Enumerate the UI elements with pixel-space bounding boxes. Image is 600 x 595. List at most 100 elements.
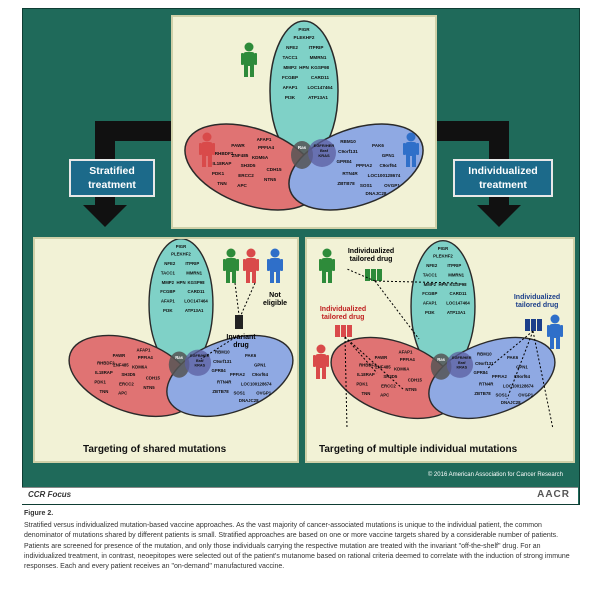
ras-overlap [430,353,452,380]
tailored-drug-vials-top-icon [365,269,382,281]
green-person-icon [223,248,239,283]
gene-label-right: ZBTB78 [337,181,355,186]
gene-label-left: RHBDF2 [359,363,377,368]
gene-label-center: KRAS [318,153,330,158]
publisher-logo: AACR [537,489,570,500]
gene-label-top: LOC147464 [446,301,470,306]
egfr-overlap [446,351,474,378]
gene-label-left: TNN [99,389,108,394]
gene-label-top: TACC1 [161,270,176,275]
not-eligible-label: Not [269,292,281,299]
gene-label-left: TNN [361,391,370,396]
gene-label-top: MMRN1 [310,55,327,60]
gene-label-left: SH3D5 [383,374,398,379]
gene-label-left: IL18RAP [213,161,232,166]
tailored-drug-top-label: Individualized [348,248,394,255]
gene-label-top: HPN [438,282,447,287]
gene-label-right: RTN4R [217,379,232,384]
gene-label-top: TACC1 [283,55,298,60]
gene-label-left: PPFIA4 [138,355,154,360]
copyright-notice: © 2016 American Association for Cancer R… [427,472,563,478]
gene-label-left: ERCC2 [381,383,396,388]
gene-label-top: KGSP98 [311,65,330,70]
gene-label-top: ATP13A1 [447,310,466,315]
gene-label-right: RTN4R [342,171,358,176]
gene-label-right: DNAJC28 [366,191,387,196]
gene-label-right: GPR84 [212,368,227,373]
gene-label-top: FCGBP [422,291,437,296]
gene-label-top: MMP2 [162,280,175,285]
gene-label-left: KDM6A [132,364,147,369]
gene-label-top: MMRN1 [448,272,464,277]
egfr-overlap [184,349,212,376]
gene-label-top: KGSP98 [188,280,206,285]
gene-label-right: C9orf64 [379,163,397,168]
tailored-drug-vials-right-icon [525,319,542,331]
tailored-drug-right-label: Individualized [514,294,560,301]
gene-label-right: ZBTB78 [474,391,491,396]
blue-person-icon [267,248,283,283]
gene-label-left: PDK1 [212,171,225,176]
red-person-icon [243,248,259,283]
invariant-drug-vial-icon [235,315,243,329]
gene-label-top: PLEKHF2 [294,35,315,40]
left-panel-title: Targeting of shared mutations [83,444,227,455]
gene-label-left: PDK1 [356,381,368,386]
gene-label-left: NTN5 [143,385,155,390]
gene-label-left: APC [380,393,389,398]
gene-label-right: RBM10 [340,139,356,144]
ras-label: Ras [298,145,307,150]
gene-label-center: EGFR/HER [452,356,472,360]
gene-label-right: C9orf131 [475,361,494,366]
gene-label-left: AFAP1 [398,349,413,354]
gene-label-left: ERCC2 [238,173,254,178]
gene-label-left: APC [237,183,247,188]
gene-label-left: PDK1 [94,379,106,384]
gene-label-top: CARD11 [450,291,468,296]
gene-label-left: RHBDF2 [97,361,115,366]
gene-label-center: KRAS [194,364,205,368]
invariant-drug-label: Invariant [226,334,256,341]
gene-label-top: LOC147464 [307,85,332,90]
gene-label-top: CARD11 [188,289,206,294]
gene-label-top: PI3K [163,308,173,313]
gene-label-right: ZBTB78 [212,389,229,394]
gene-label-right: PAK6 [245,353,257,358]
gene-label-top: NFE2 [164,261,176,266]
gene-label-top: HPN [299,65,309,70]
gene-label-left: PPFIA4 [400,357,416,362]
gene-label-top: FCGBP [282,75,298,80]
gene-label-top: ITPRIP [185,261,199,266]
gene-label-right: GPR84 [336,159,352,164]
right-panel-title: Targeting of multiple individual mutatio… [319,444,518,455]
gene-label-top: ITPRIP [447,263,461,268]
gene-label-right: OVGP1 [384,183,400,188]
gene-label-right: PAK6 [507,355,519,360]
gene-label-top: CARD11 [311,75,330,80]
gene-label-left: RHBDF2 [215,151,234,156]
tailored-drug-vials-left-icon [335,325,352,337]
gene-label-top: MMP2 [283,65,297,70]
gene-label-left: KDM6A [394,366,409,371]
gene-label-top: PIGR [438,246,449,251]
gene-label-top: PI3K [285,95,296,100]
gene-label-right: OVGP1 [256,391,271,396]
gene-label-left: PPFIA4 [258,145,275,150]
gene-label-left: PAWR [231,143,245,148]
ras-overlap [291,141,313,169]
figure-number: Figure 2. [24,510,54,517]
gene-label-right: GPN1 [254,363,266,368]
gene-label-left: APC [118,391,127,396]
gene-label-top: FCGBP [160,289,175,294]
ras-overlap [168,351,190,378]
gene-label-left: ZNF485 [375,365,391,370]
gene-label-right: SOS1 [360,183,373,188]
gene-label-left: ERCC2 [119,381,134,386]
gene-label-left: NTN5 [405,387,417,392]
